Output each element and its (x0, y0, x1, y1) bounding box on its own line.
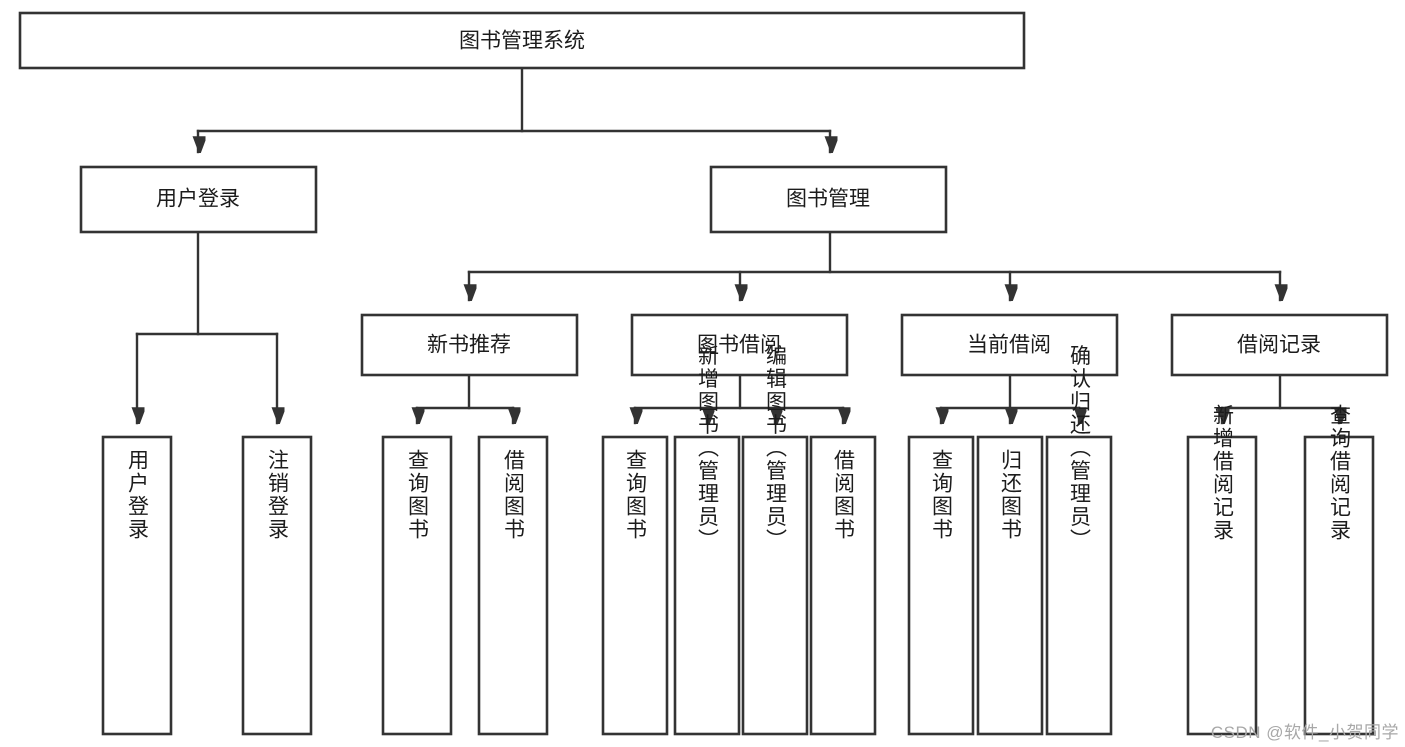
leaf-records-query-record-label: 查询借阅记录 (1328, 404, 1352, 542)
leaf-current-confirm-return-label: 确认归还（管理员） (1068, 345, 1092, 552)
node-root[interactable]: 图书管理系统 (18, 11, 1026, 70)
node-current-borrow-label: 当前借阅 (967, 334, 1051, 357)
leaf-borrow-edit-book[interactable]: 编辑图书（管理员） (741, 345, 809, 736)
leaf-borrow-add-book[interactable]: 新增图书（管理员） (673, 345, 741, 736)
leaf-records-add-record-label: 新增借阅记录 (1211, 404, 1235, 542)
leaf-user-login-logout[interactable]: 注销登录 (241, 435, 313, 736)
leaf-borrow-query-book-label: 查询图书 (624, 449, 648, 541)
connector-root-to-level2 (198, 66, 830, 152)
node-book-borrow[interactable]: 图书借阅 (630, 313, 849, 377)
connector-borrow-to-leaves (635, 373, 843, 423)
node-root-label: 图书管理系统 (459, 30, 585, 53)
node-user-login-label: 用户登录 (156, 188, 240, 211)
node-book-borrow-label: 图书借阅 (697, 334, 781, 357)
leaf-current-return-book[interactable]: 归还图书 (976, 435, 1044, 736)
leaf-borrow-add-book-label: 新增图书（管理员） (696, 345, 720, 552)
leaf-borrow-query-book[interactable]: 查询图书 (601, 435, 669, 736)
leaf-borrow-edit-book-label: 编辑图书（管理员） (764, 345, 788, 552)
node-borrow-records-label: 借阅记录 (1237, 334, 1321, 357)
leaf-user-login-logout-label: 注销登录 (266, 449, 290, 541)
node-new-book-recommend[interactable]: 新书推荐 (360, 313, 579, 377)
connector-current-to-leaves (941, 373, 1079, 423)
node-new-book-recommend-label: 新书推荐 (427, 334, 511, 357)
leaf-current-query-book-label: 查询图书 (930, 449, 954, 541)
leaf-current-return-book-label: 归还图书 (999, 449, 1023, 541)
node-book-management-label: 图书管理 (786, 188, 870, 211)
leaf-records-query-record[interactable]: 查询借阅记录 (1303, 404, 1375, 736)
leaf-user-login-login[interactable]: 用户登录 (101, 435, 173, 736)
connector-bookmgmt-to-level3 (469, 230, 1280, 300)
leaf-newbook-borrow-book[interactable]: 借阅图书 (477, 435, 549, 736)
leaf-borrow-borrow-book-label: 借阅图书 (832, 449, 856, 541)
node-book-management[interactable]: 图书管理 (709, 165, 948, 234)
node-user-login[interactable]: 用户登录 (79, 165, 318, 234)
connector-newbook-to-leaves (417, 373, 513, 423)
leaf-newbook-query-book[interactable]: 查询图书 (381, 435, 453, 736)
leaf-current-query-book[interactable]: 查询图书 (907, 435, 975, 736)
csdn-watermark: CSDN @软件_小贺同学 (1210, 723, 1399, 742)
leaf-newbook-borrow-book-label: 借阅图书 (502, 449, 526, 541)
leaf-user-login-login-label: 用户登录 (126, 449, 150, 541)
connector-records-to-leaves (1222, 373, 1339, 423)
node-current-borrow[interactable]: 当前借阅 (900, 313, 1119, 377)
connector-userlogin-to-leaves (137, 230, 277, 423)
leaf-borrow-borrow-book[interactable]: 借阅图书 (809, 435, 877, 736)
leaf-records-add-record[interactable]: 新增借阅记录 (1186, 404, 1258, 736)
leaf-current-confirm-return[interactable]: 确认归还（管理员） (1045, 345, 1113, 736)
node-borrow-records[interactable]: 借阅记录 (1170, 313, 1389, 377)
leaf-newbook-query-book-label: 查询图书 (406, 449, 430, 541)
